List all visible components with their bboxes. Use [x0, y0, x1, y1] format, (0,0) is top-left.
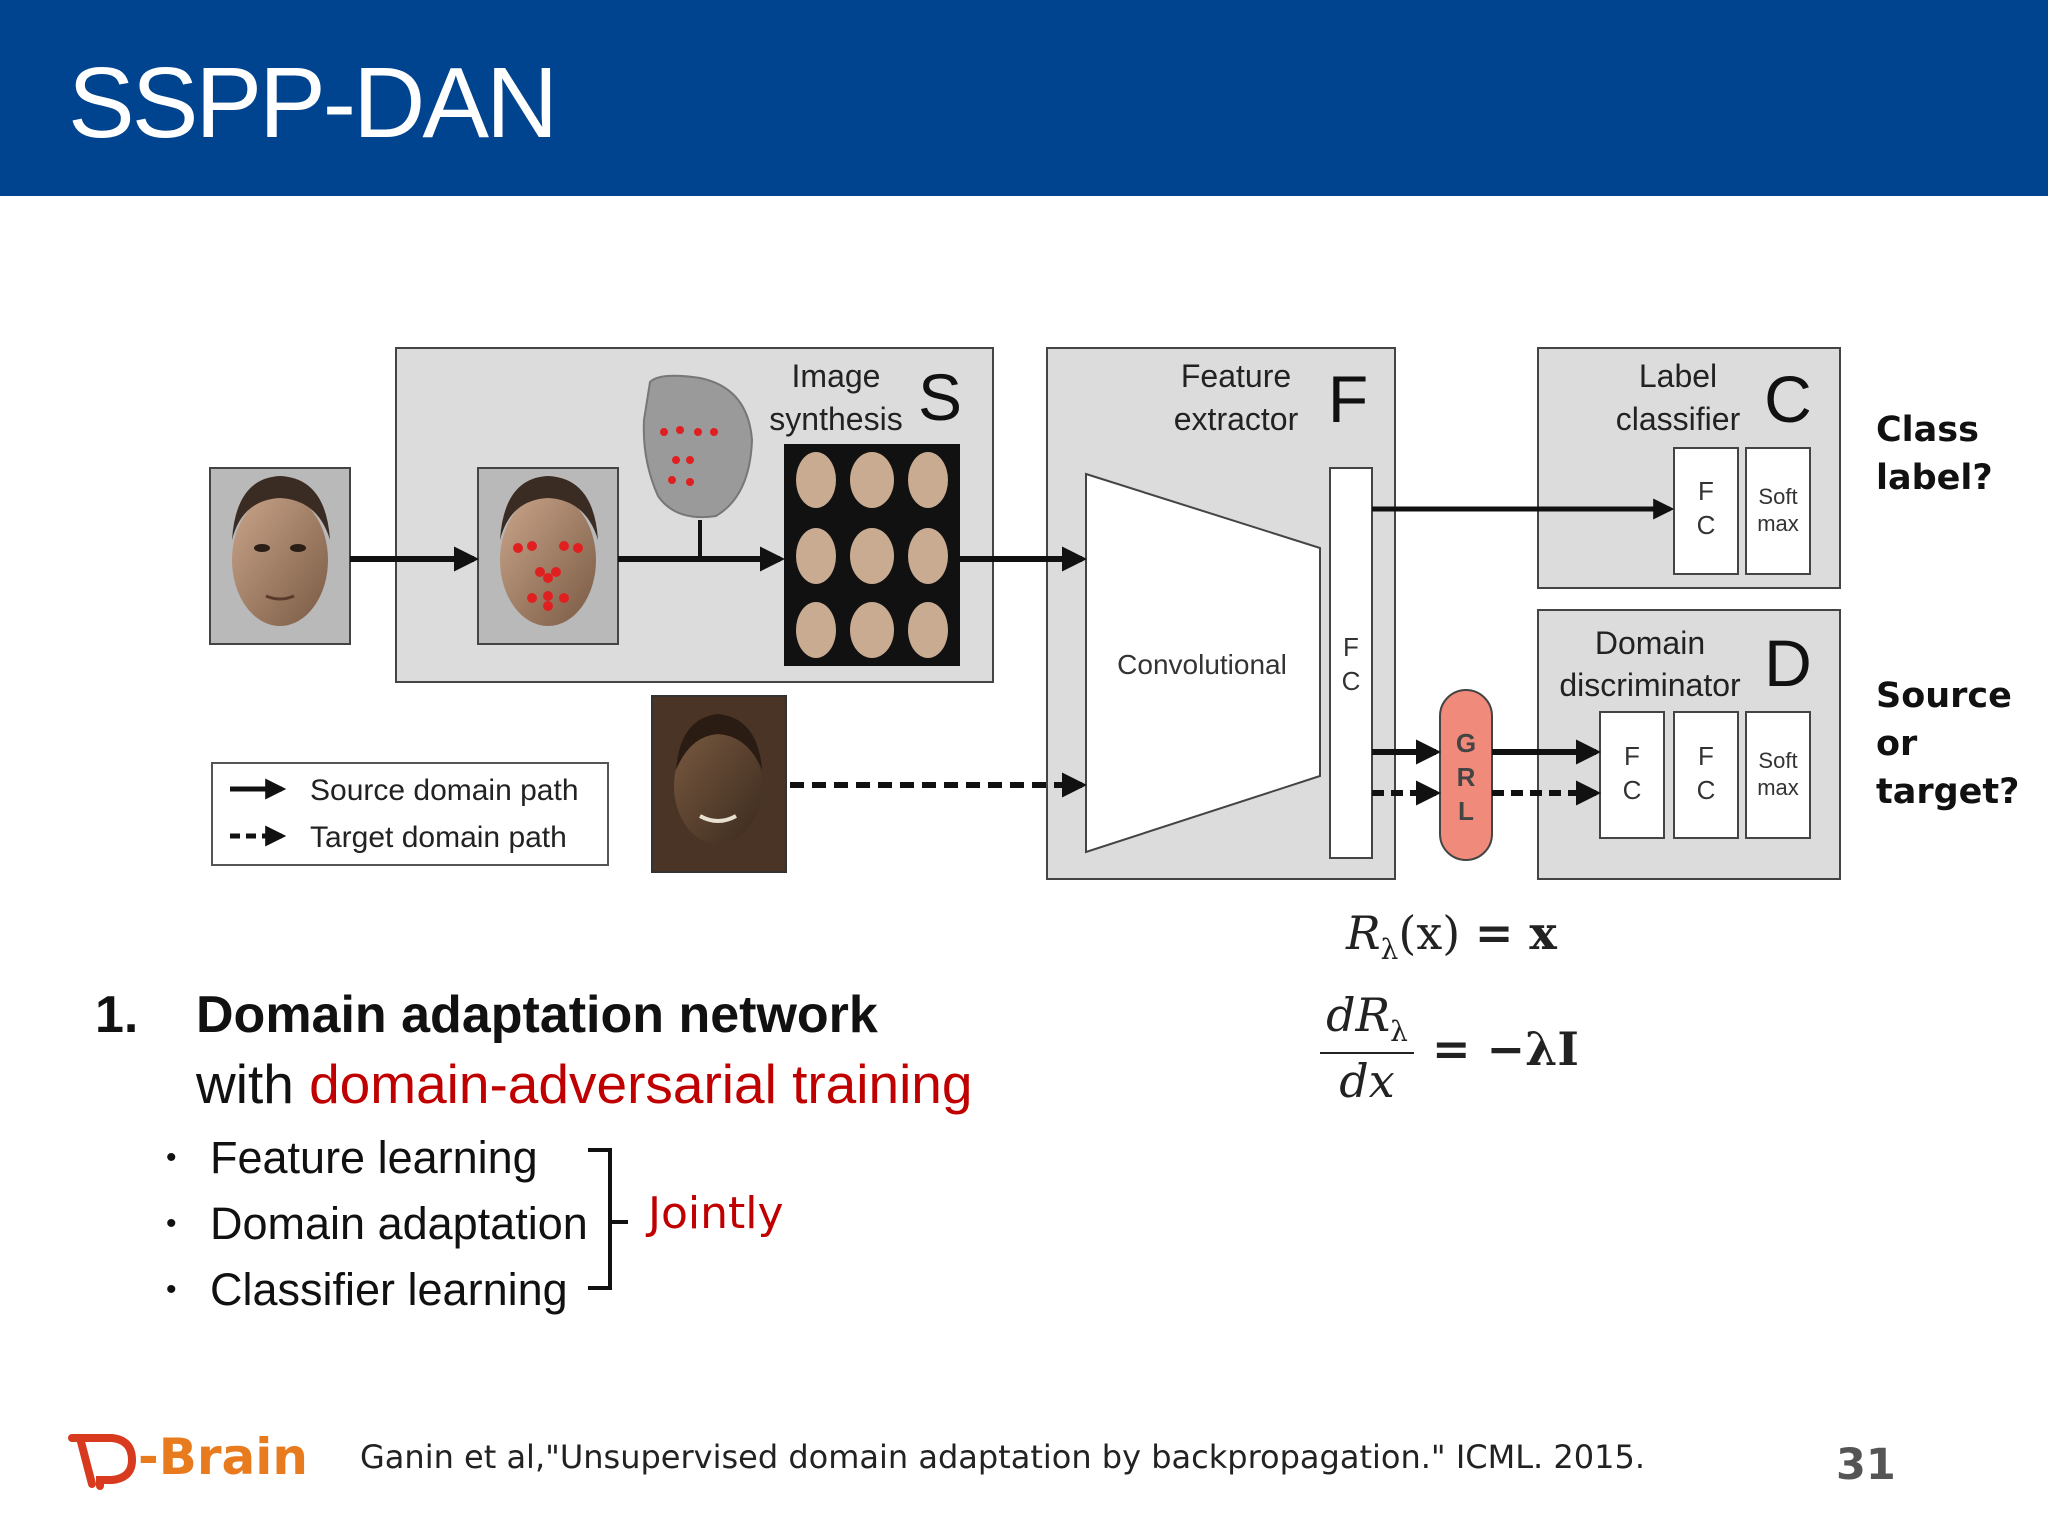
landmark-face-image — [477, 467, 619, 645]
bullet-text: Domain adaptation — [210, 1198, 588, 1249]
page-number: 31 — [1836, 1440, 1896, 1490]
domain-fc1-layer — [1599, 711, 1665, 839]
domain-fc1-line2: C — [1623, 775, 1642, 805]
header-bar — [0, 0, 2048, 196]
list-item: •Domain adaptation — [166, 1198, 588, 1249]
eq1-r: R — [1346, 906, 1381, 960]
eq1-sub: λ — [1380, 933, 1399, 967]
3d-head-model-image — [642, 374, 754, 558]
domain-fc2-line1: F — [1698, 741, 1714, 771]
eq2-rhs: = −λI — [1432, 1022, 1579, 1076]
image-synthesis-letter: S — [918, 360, 962, 434]
domain-softmax-layer — [1745, 711, 1811, 839]
grl-letter-g: G — [1456, 728, 1476, 758]
domain-discriminator-letter: D — [1764, 626, 1812, 700]
label-classifier-label-1: Label — [1639, 358, 1717, 394]
domain-discriminator-label-1: Domain — [1595, 625, 1705, 661]
legend-source-label: Source domain path — [310, 774, 579, 807]
list-number: 1. — [95, 986, 139, 1044]
citation: Ganin et al,"Unsupervised domain adaptat… — [360, 1438, 1645, 1476]
heading-line-1: Domain adaptation network — [196, 986, 878, 1044]
domain-softmax-line1: Soft — [1758, 748, 1797, 773]
flow-arrows — [350, 498, 1675, 806]
jointly-bracket — [588, 1148, 628, 1290]
domain-fc2-line2: C — [1697, 775, 1716, 805]
label-softmax-layer — [1745, 447, 1811, 575]
source-target-question: Source or target? — [1876, 676, 2020, 812]
convolutional-trapezoid — [1085, 472, 1321, 854]
eq2-num-sub: λ — [1390, 1015, 1408, 1049]
label-classifier-box: Label classifier C F C Soft max — [1537, 347, 1841, 589]
feature-extractor-label-2: extractor — [1174, 401, 1299, 437]
logo-text: -Brain — [138, 1428, 308, 1486]
synthesized-faces-grid — [784, 444, 960, 666]
slide-title: SSPP-DAN — [68, 47, 558, 159]
target-face-image — [651, 695, 787, 873]
gradient-reversal-layer: G R L — [1439, 689, 1493, 861]
bullet-text: Classifier learning — [210, 1264, 568, 1315]
bullet-text: Feature learning — [210, 1132, 538, 1183]
eq1-rhs: = x — [1474, 906, 1557, 960]
domain-fc1-line1: F — [1624, 741, 1640, 771]
eq2-num: dR — [1326, 988, 1391, 1042]
domain-discriminator-box: Domain discriminator D F C F C Soft max — [1537, 609, 1841, 880]
legend-box: Source domain path Target domain path — [211, 762, 609, 866]
p-brain-logo: -Brain — [68, 1428, 308, 1486]
jointly-label: Jointly — [648, 1188, 784, 1239]
list-item: •Classifier learning — [166, 1264, 568, 1315]
domain-fc2-layer — [1673, 711, 1739, 839]
grl-letter-l: L — [1458, 796, 1474, 826]
heading-plain: with — [196, 1053, 310, 1115]
grl-forward-equation: Rλ(x) = x — [1346, 906, 1557, 966]
feature-extractor-label-1: Feature — [1181, 358, 1291, 394]
label-classifier-label-2: classifier — [1616, 401, 1741, 437]
domain-discriminator-label-2: discriminator — [1559, 667, 1741, 703]
label-fc-line2: C — [1697, 510, 1716, 540]
eq2-den: dx — [1339, 1054, 1395, 1109]
class-label-question: Class label? — [1876, 410, 1993, 498]
feature-fc-layer — [1329, 467, 1373, 859]
source-face-image — [209, 467, 351, 645]
heading-accent: domain-adversarial training — [309, 1053, 973, 1115]
label-fc-line1: F — [1698, 476, 1714, 506]
feature-fc-line2: C — [1342, 666, 1361, 696]
legend-target-label: Target domain path — [310, 821, 567, 854]
image-synthesis-label-1: Image — [792, 358, 881, 394]
convolutional-label: Convolutional — [1117, 649, 1287, 680]
eq1-arg: (x) — [1398, 906, 1461, 960]
feature-fc-line1: F — [1343, 632, 1359, 662]
p-brain-logo-icon — [68, 1434, 137, 1490]
list-item: •Feature learning — [166, 1132, 538, 1183]
label-softmax-line1: Soft — [1758, 484, 1797, 509]
bullet-list: •Feature learning •Domain adaptation •Cl… — [166, 1125, 588, 1323]
feature-extractor-box: Feature extractor F Convolutional F C — [1046, 347, 1396, 880]
image-synthesis-label-2: synthesis — [769, 401, 902, 437]
domain-softmax-line2: max — [1757, 775, 1799, 800]
heading-line-2: with domain-adversarial training — [196, 1052, 972, 1116]
label-softmax-line2: max — [1757, 511, 1799, 536]
grl-letter-r: R — [1457, 762, 1476, 792]
label-classifier-letter: C — [1764, 362, 1812, 436]
feature-extractor-letter: F — [1328, 362, 1368, 436]
